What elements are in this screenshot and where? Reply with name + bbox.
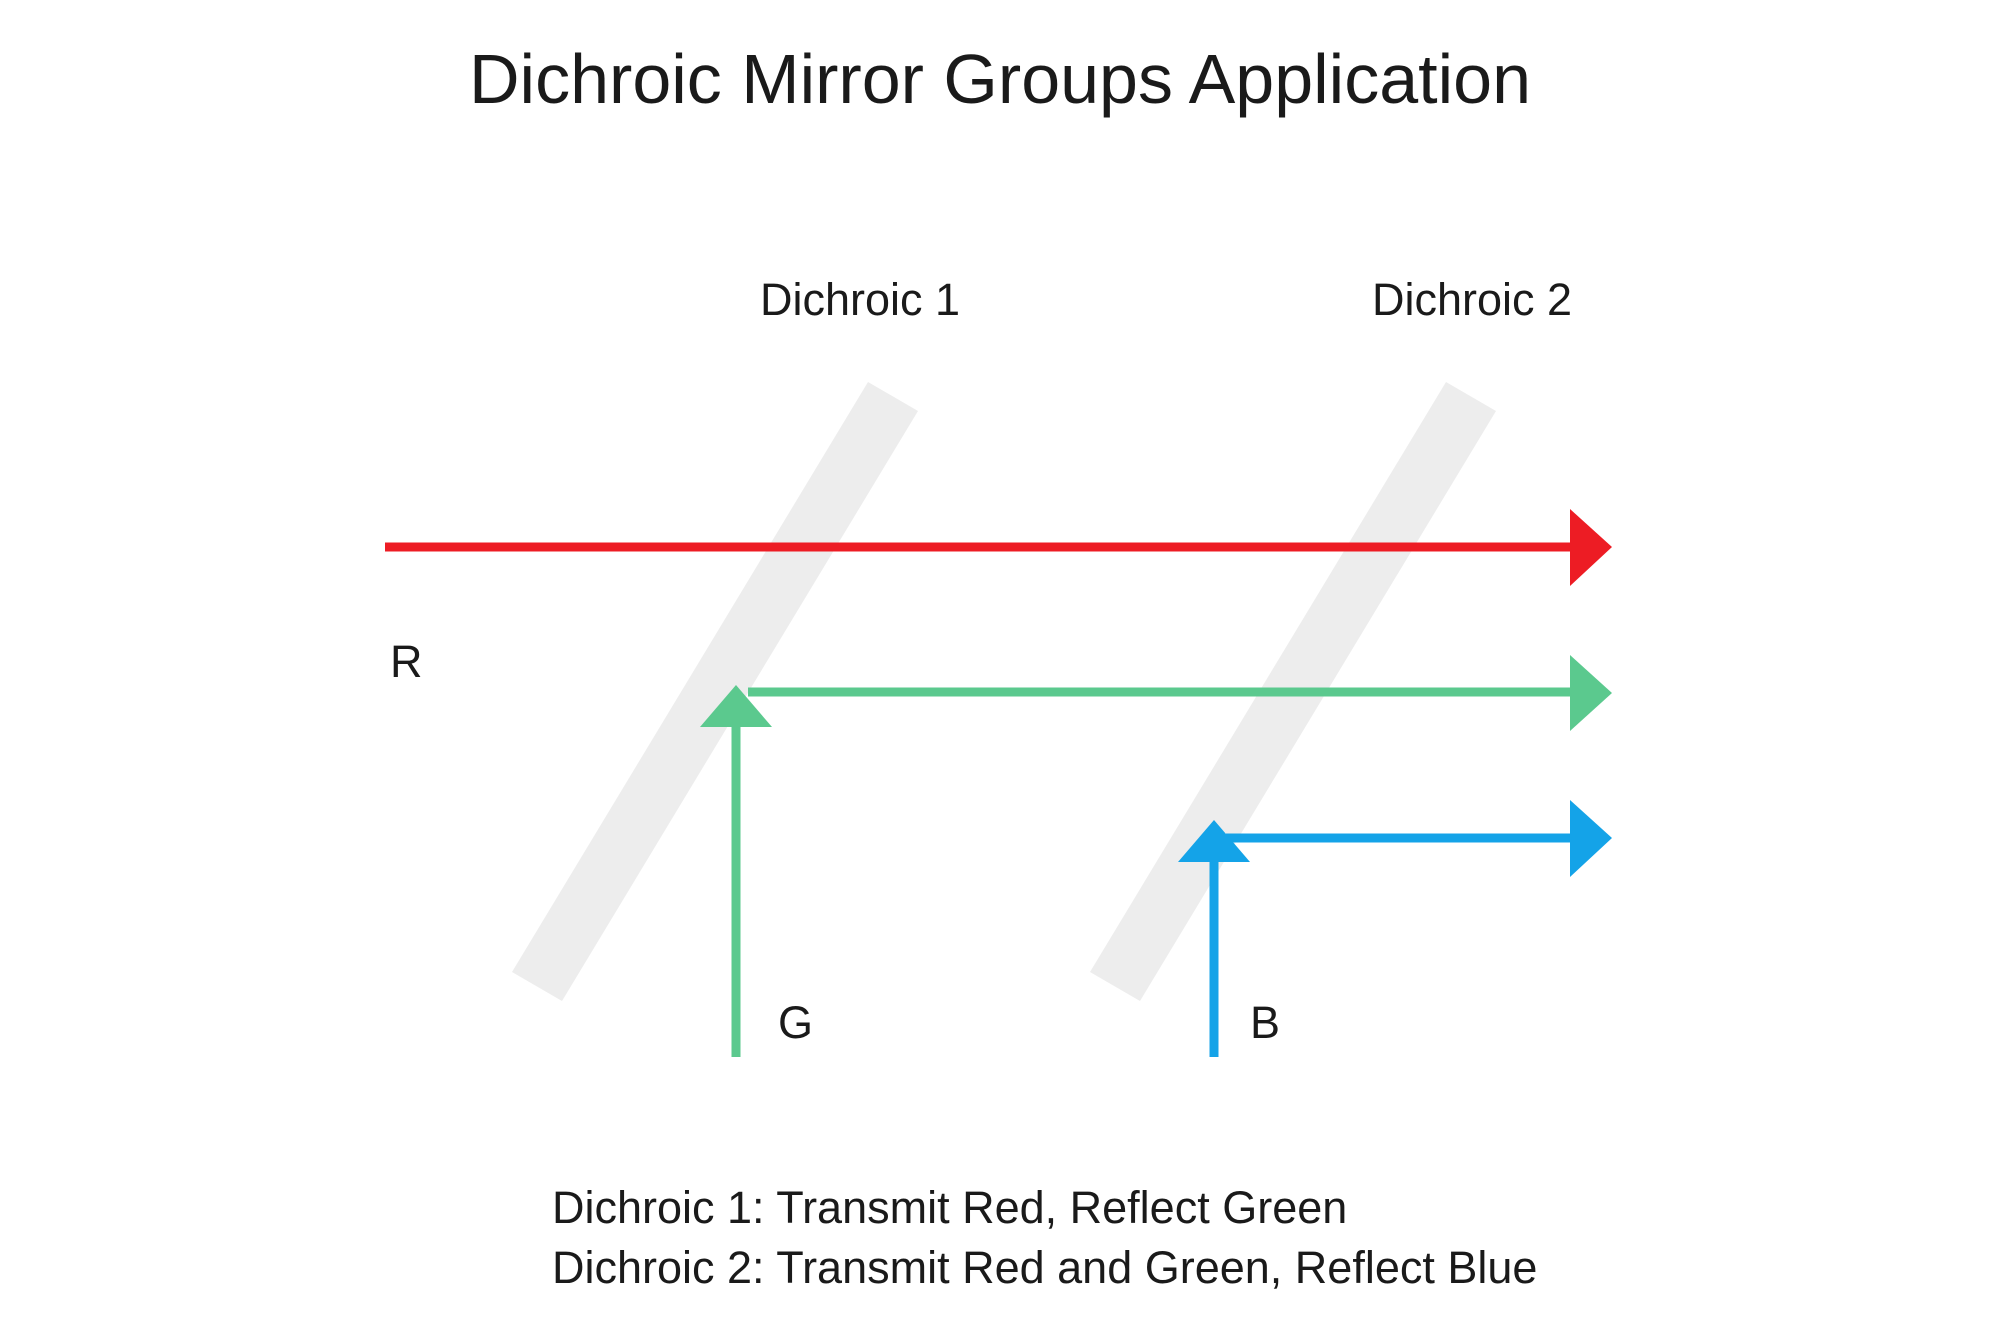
dichroic-mirror-1 [512,382,918,1001]
blue-beam-label: B [1250,997,1281,1048]
dichroic-mirror-1-label: Dichroic 1 [760,274,961,325]
caption-line-1: Dichroic 1: Transmit Red, Reflect Green [552,1182,1348,1233]
green-beam [700,655,1612,1057]
dichroic-mirror-2-label: Dichroic 2 [1372,274,1573,325]
page-title: Dichroic Mirror Groups Application [468,40,1532,118]
blue-beam [1178,800,1612,1057]
caption-line-2: Dichroic 2: Transmit Red and Green, Refl… [552,1242,1538,1293]
green-beam-label: G [778,997,814,1048]
red-beam [385,509,1612,586]
red-beam-label: R [390,636,423,687]
